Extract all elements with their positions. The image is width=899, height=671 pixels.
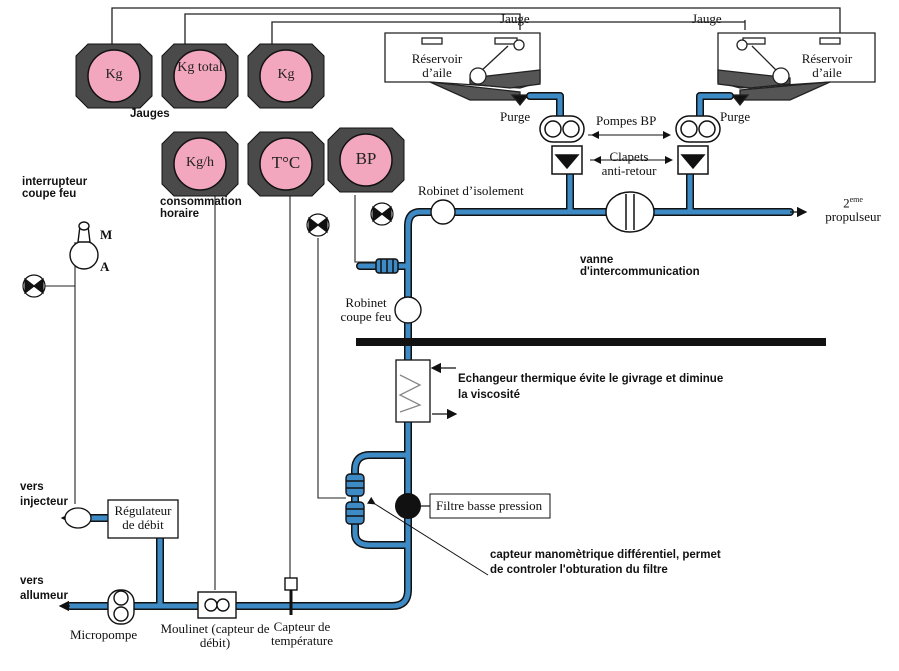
check-valve-right: [677, 145, 709, 175]
tank-right-label: Réservoir d’aile: [801, 51, 853, 80]
gauge-label-kg-total: Kg total: [177, 60, 223, 75]
gauges-bottom: [161, 127, 405, 197]
gauge-bp: [327, 127, 405, 193]
tank-left-label: Réservoir d’aile: [411, 51, 463, 80]
tank-left-purge: Purge: [500, 109, 531, 124]
gauges-top: [75, 43, 325, 109]
diff-sensor-symbol: [345, 473, 365, 525]
check-valve-left: [551, 145, 583, 175]
firewall-valve-symbol: [394, 296, 422, 324]
gauge-kg-2: [247, 43, 325, 109]
crossfeed-valve-label: vanne d'intercommunication: [580, 254, 700, 279]
tank-right: [717, 32, 876, 107]
switch-pos-off: A: [100, 259, 110, 274]
micropump-symbol: [107, 589, 135, 625]
pump-left: [539, 115, 585, 143]
tank-right-gauge-label: Jauge: [692, 11, 722, 26]
pumps-label: Pompes BP: [596, 113, 657, 128]
gauges-caption: Jauges: [130, 108, 170, 120]
tank-right-purge: Purge: [720, 109, 751, 124]
gauge-kg-total: [161, 43, 239, 109]
sensor-wires: [35, 195, 376, 590]
firewall-valve-label: Robinet coupe feu: [340, 295, 392, 324]
second-engine-sup: eme: [849, 195, 863, 204]
regulator-label: Régulateur de débit: [114, 503, 172, 532]
filter-label: Filtre basse pression: [436, 498, 543, 513]
gauge-label-kg-1: Kg: [105, 67, 123, 82]
pump-right: [675, 115, 721, 143]
check-valves-label: Clapets anti-retour: [601, 149, 657, 178]
micropump-label: Micropompe: [70, 627, 138, 642]
gauge-wires: [111, 7, 841, 45]
isolation-valve-label: Robinet d’isolement: [418, 183, 524, 198]
indicator-lights: [22, 202, 394, 298]
heat-exchanger-label: Echangeur thermique évite le givrage et …: [458, 373, 724, 401]
regulator-symbol: [64, 499, 179, 539]
second-engine-num: 2: [843, 195, 850, 211]
second-engine-label: 2eme propulseur: [818, 195, 888, 224]
gauge-label-temp: T°C: [271, 153, 301, 172]
switch-title: interrupteur coupe feu: [22, 176, 88, 201]
flowmeter-symbol: [197, 591, 237, 619]
temp-sensor-label: Capteur de température: [270, 619, 334, 648]
flowmeter-label: Moulinet (capteur de débit): [160, 621, 270, 650]
gauge-temp: [247, 131, 325, 197]
firewall-switch-symbol: [69, 221, 99, 270]
gauge-kg-1: [75, 43, 153, 109]
heat-exchanger-symbol: [395, 359, 458, 423]
second-engine-text: propulseur: [825, 208, 881, 224]
gauge-label-bp: BP: [355, 149, 377, 168]
filter-symbol: [395, 493, 421, 519]
temp-sensor-symbol: [284, 577, 298, 615]
crossfeed-valve: [605, 191, 655, 233]
igniter-label: vers allumeur: [20, 575, 68, 602]
gauge-label-kgh: Kg/h: [186, 155, 214, 170]
firewall-bar: [356, 338, 826, 346]
switch-pos-on: M: [100, 227, 113, 242]
gauge-label-kg-2: Kg: [277, 67, 295, 82]
diff-sensor-label: capteur manomètrique différentiel, perme…: [490, 549, 721, 576]
injector-label: vers injecteur: [20, 481, 68, 508]
tank-left-gauge-label: Jauge: [500, 11, 530, 26]
consumption-caption: consommation horaire: [160, 196, 242, 221]
tank-left: [384, 32, 541, 107]
isolation-valve-symbol: [430, 199, 456, 225]
bellows: [375, 258, 399, 274]
gauge-kgh: [161, 131, 239, 197]
